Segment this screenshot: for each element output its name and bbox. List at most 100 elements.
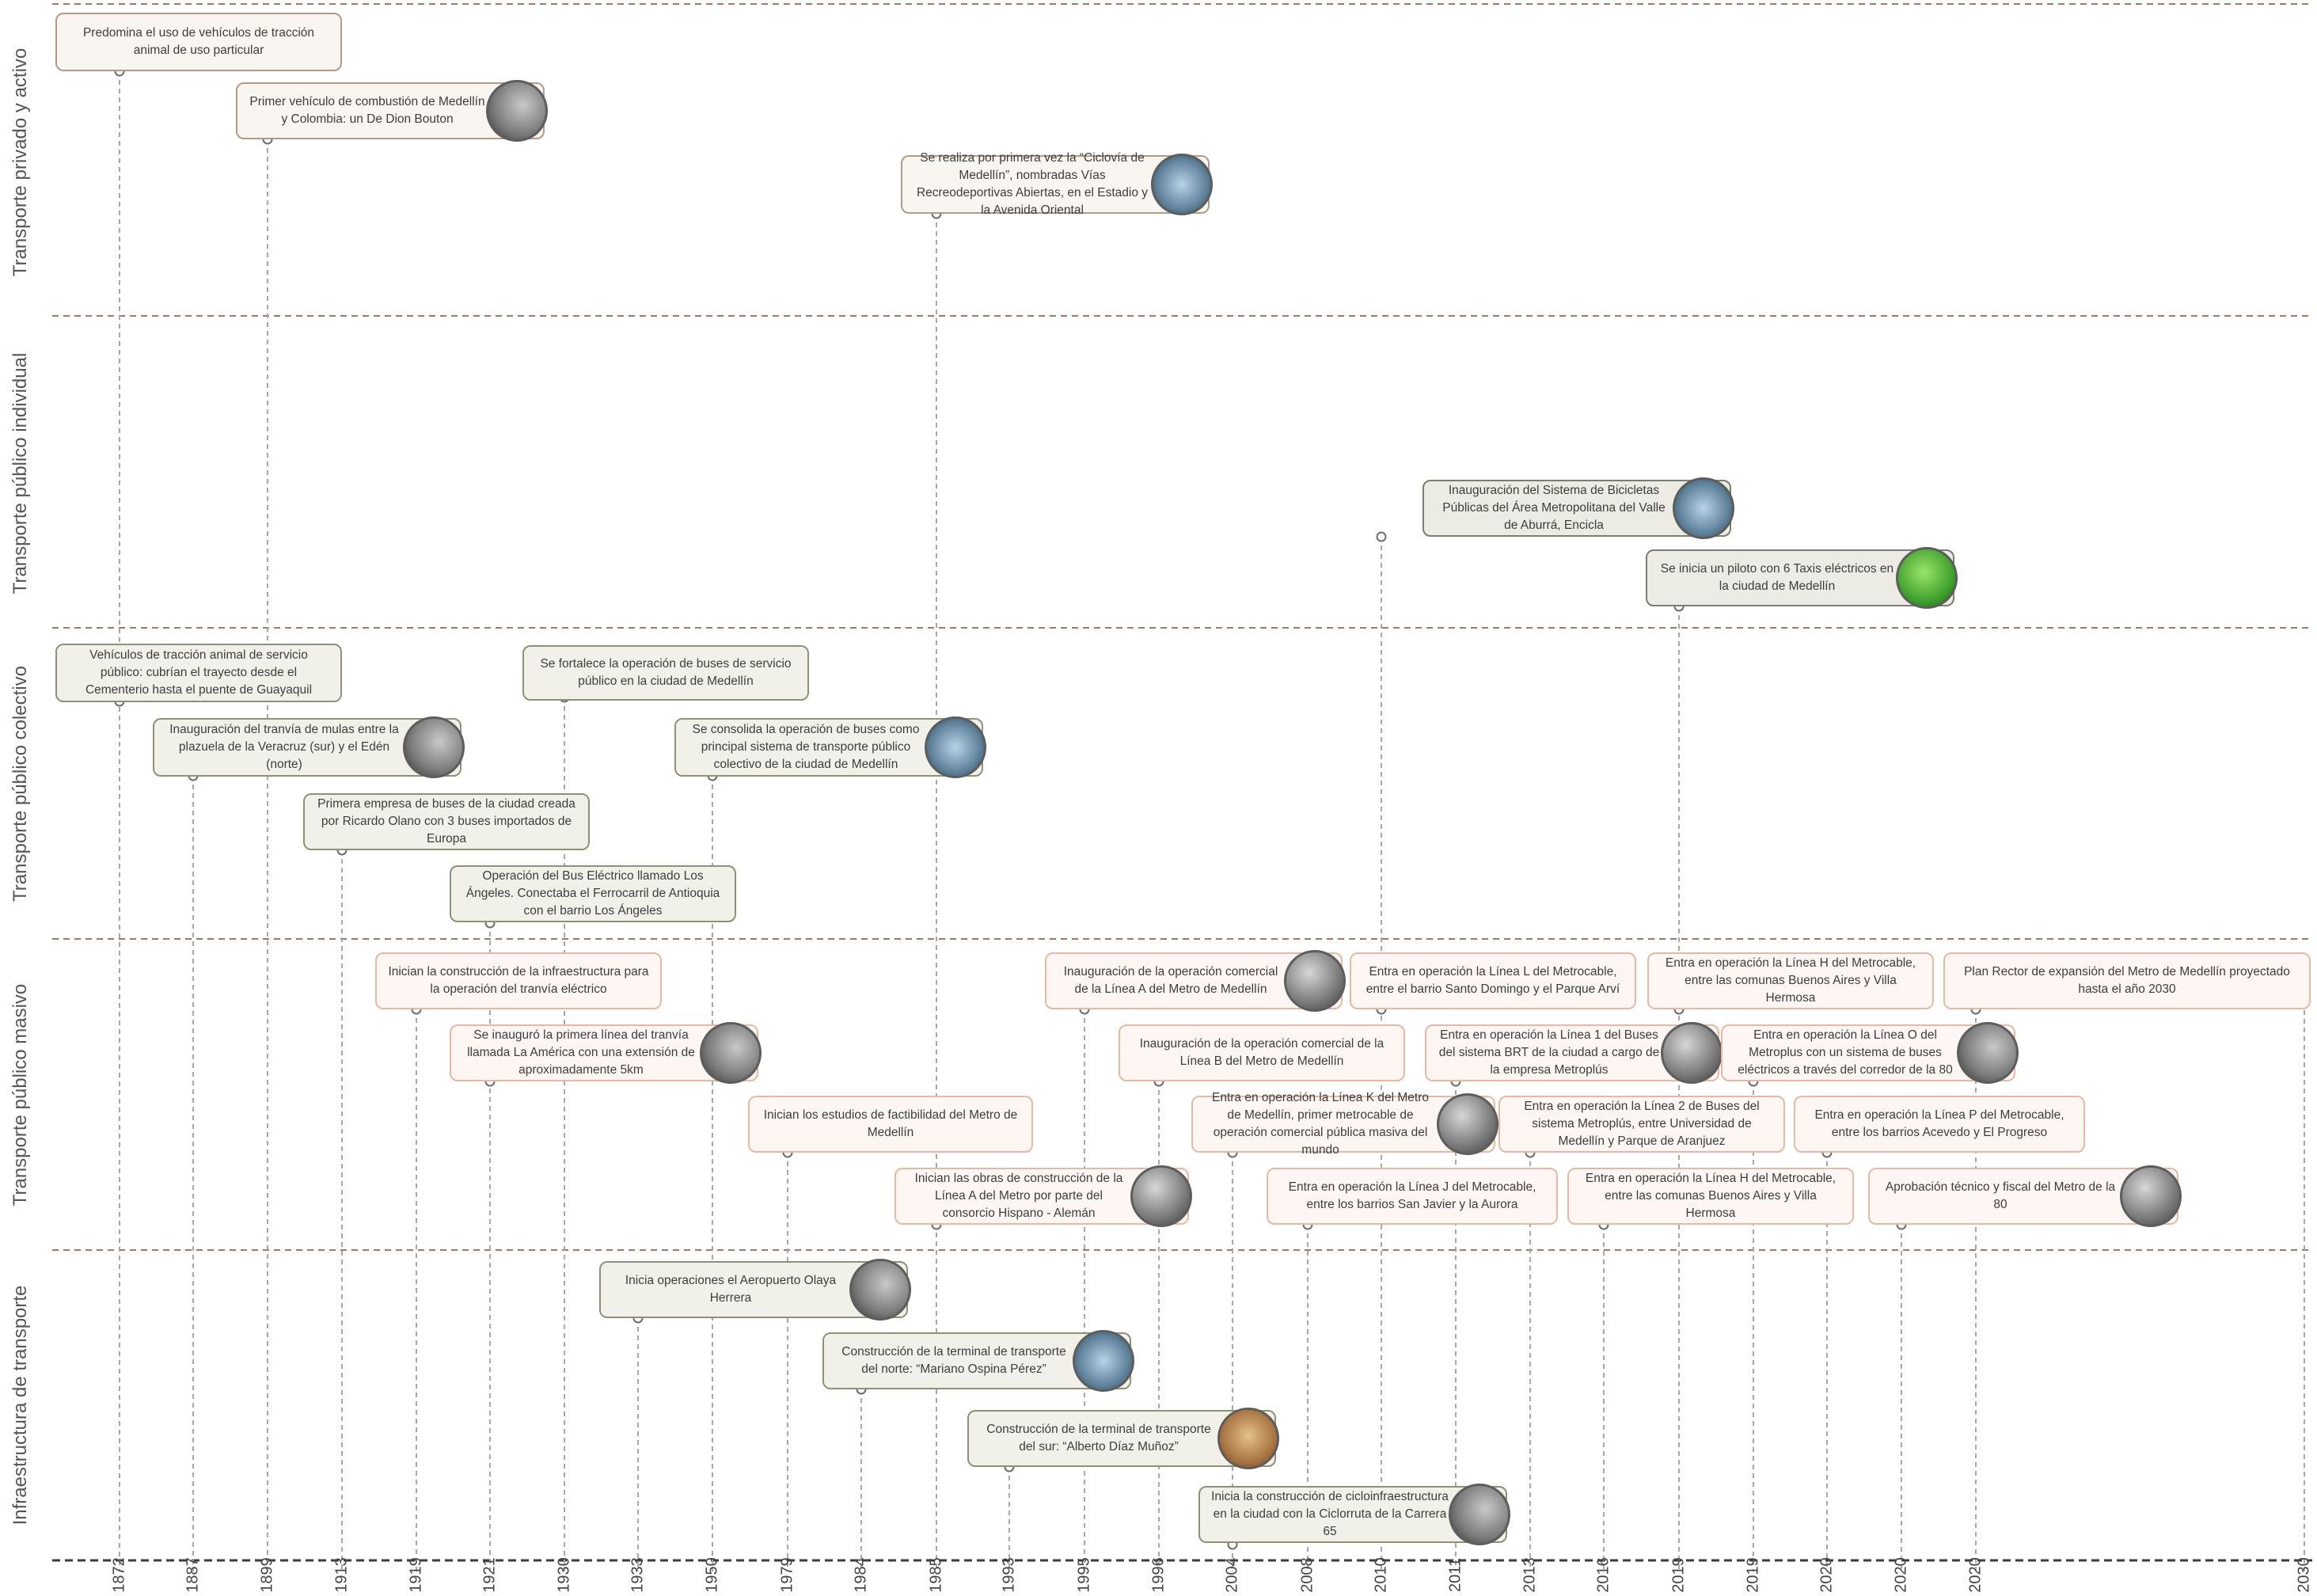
- event-text: Entra en operación la Línea H del Metroc…: [1665, 956, 1916, 1005]
- event-photo-icon: [2120, 1165, 2182, 1227]
- year-tick-label: 2019: [1669, 1557, 1688, 1593]
- event-text: Inician los estudios de factibilidad del…: [763, 1108, 1018, 1139]
- event-text: Se inicia un piloto con 6 Taxis eléctric…: [1660, 562, 1894, 593]
- event-card: Operación del Bus Eléctrico llamado Los …: [450, 865, 736, 922]
- event-text: Entra en operación la Línea P del Metroc…: [1814, 1108, 2064, 1139]
- event-card: Inician los estudios de factibilidad del…: [748, 1096, 1033, 1153]
- event-text: Entra en operación la Línea L del Metroc…: [1366, 965, 1620, 996]
- year-tick-label: 1996: [1149, 1557, 1168, 1593]
- event-card: Plan Rector de expansión del Metro de Me…: [1943, 952, 2311, 1009]
- event-card: Entra en operación la Línea O del Metrop…: [1721, 1022, 2019, 1084]
- event-text: Entra en operación la Línea J del Metroc…: [1288, 1180, 1536, 1211]
- year-tick-label: 2020: [1892, 1557, 1910, 1593]
- event-card: Vehículos de tracción animal de servicio…: [55, 644, 342, 702]
- year-tick-label: 2020: [1966, 1557, 1985, 1593]
- event-text: Inauguración de la operación comercial d…: [1139, 1037, 1385, 1068]
- event-anchor-dot: [1376, 531, 1387, 542]
- event-card: Inauguración de la operación comercial d…: [1045, 950, 1346, 1012]
- event-text: Se realiza por primera vez la “Ciclovía …: [916, 151, 1149, 217]
- event-photo-icon: [849, 1259, 911, 1320]
- year-tick-label: 2020: [1818, 1557, 1836, 1593]
- event-card: Inauguración de la operación comercial d…: [1119, 1024, 1405, 1081]
- event-text: Se consolida la operación de buses como …: [692, 723, 920, 771]
- event-text: Inicia la construcción de cicloinfraestr…: [1211, 1490, 1449, 1538]
- event-photo-icon: [1957, 1022, 2019, 1084]
- year-tick-label: 1899: [258, 1557, 276, 1593]
- event-text: Entra en operación la Línea 1 del Buses …: [1438, 1028, 1660, 1077]
- year-tick-label: 2010: [1372, 1557, 1390, 1593]
- event-text: Se fortalece la operación de buses de se…: [540, 657, 792, 688]
- event-text: Inauguración de la operación comercial d…: [1063, 965, 1278, 996]
- event-text: Construcción de la terminal de transport…: [986, 1423, 1211, 1454]
- event-card: Inicia la construcción de cicloinfraestr…: [1198, 1484, 1510, 1545]
- year-tick-label: 2013: [1521, 1557, 1539, 1593]
- event-photo-icon: [486, 80, 548, 142]
- event-text: Aprobación técnico y fiscal del Metro de…: [1885, 1180, 2116, 1211]
- lane-label-publico-individual: Transporte público individual: [9, 352, 31, 595]
- event-text: Inauguración del Sistema de Bicicletas P…: [1442, 484, 1666, 532]
- event-card: Entra en operación la Línea P del Metroc…: [1794, 1096, 2085, 1153]
- event-card: Entra en operación la Línea 2 de Buses d…: [1498, 1096, 1785, 1153]
- event-photo-icon: [1217, 1408, 1279, 1469]
- event-card: Se consolida la operación de buses como …: [674, 716, 986, 778]
- event-text: Construcción de la terminal de transport…: [841, 1345, 1066, 1376]
- event-text: Primera empresa de buses de la ciudad cr…: [317, 797, 575, 846]
- event-photo-icon: [1284, 950, 1346, 1012]
- event-text: Entra en operación la Línea O del Metrop…: [1738, 1028, 1953, 1077]
- event-text: Entra en operación la Línea H del Metroc…: [1585, 1172, 1837, 1220]
- event-card: Entra en operación la Línea L del Metroc…: [1350, 952, 1636, 1009]
- year-tick-label: 1979: [778, 1557, 796, 1593]
- event-card: Primer vehículo de combustión de Medellí…: [236, 80, 548, 142]
- year-tick-label: 1887: [184, 1557, 202, 1593]
- event-photo-icon: [925, 716, 986, 778]
- year-tick-label: 1919: [407, 1557, 425, 1593]
- event-photo-icon: [700, 1022, 762, 1084]
- event-text: Se inauguró la primera línea del tranvía…: [467, 1028, 695, 1077]
- year-tick-label: 1921: [480, 1557, 499, 1593]
- year-tick-label: 2008: [1298, 1557, 1316, 1593]
- event-card: Construcción de la terminal de transport…: [822, 1330, 1134, 1392]
- year-tick-label: 2016: [1594, 1557, 1612, 1593]
- lane-label-publico-masivo: Transporte público masivo: [9, 983, 31, 1206]
- event-photo-icon: [1661, 1022, 1723, 1084]
- year-tick-label: 2030: [2295, 1557, 2313, 1593]
- lane-label-infraestructura: Infraestructura de transporte: [9, 1285, 31, 1526]
- event-card: Se fortalece la operación de buses de se…: [522, 645, 809, 701]
- event-card: Inauguración del tranvía de mulas entre …: [153, 716, 465, 778]
- event-text: Inician la construcción de la infraestru…: [388, 965, 649, 996]
- year-tick-label: 2011: [1446, 1557, 1464, 1593]
- year-tick-label: 1930: [555, 1557, 573, 1593]
- event-text: Inicia operaciones el Aeropuerto Olaya H…: [625, 1274, 837, 1305]
- event-card: Inician las obras de construcción de la …: [895, 1165, 1192, 1227]
- event-photo-icon: [1673, 477, 1734, 539]
- event-card: Se inicia un piloto con 6 Taxis eléctric…: [1646, 547, 1958, 609]
- year-tick-label: 1995: [1075, 1557, 1093, 1593]
- year-tick-label: 1933: [629, 1557, 647, 1593]
- event-photo-icon: [1437, 1093, 1498, 1155]
- event-text: Entra en operación la Línea K del Metro …: [1211, 1091, 1429, 1157]
- event-card: Inician la construcción de la infraestru…: [375, 952, 662, 1009]
- year-tick-label: 1984: [852, 1557, 870, 1593]
- event-card: Inicia operaciones el Aeropuerto Olaya H…: [599, 1259, 911, 1320]
- event-card: Inauguración del Sistema de Bicicletas P…: [1422, 477, 1734, 539]
- event-text: Plan Rector de expansión del Metro de Me…: [1964, 965, 2290, 996]
- event-card: Entra en operación la Línea K del Metro …: [1191, 1091, 1498, 1157]
- lane-label-publico-colectivo: Transporte público colectivo: [9, 666, 31, 902]
- event-text: Entra en operación la Línea 2 de Buses d…: [1524, 1100, 1760, 1148]
- event-text: Operación del Bus Eléctrico llamado Los …: [465, 869, 720, 918]
- lane-label-privado: Transporte privado y activo: [9, 48, 31, 277]
- year-tick-label: 1913: [332, 1557, 351, 1593]
- event-card: Se inauguró la primera línea del tranvía…: [450, 1022, 762, 1084]
- event-photo-icon: [1130, 1165, 1192, 1227]
- event-card: Entra en operación la Línea H del Metroc…: [1647, 952, 1934, 1009]
- event-photo-icon: [1449, 1484, 1510, 1545]
- year-tick-label: 2004: [1223, 1557, 1241, 1593]
- event-card: Entra en operación la Línea H del Metroc…: [1567, 1168, 1854, 1225]
- event-card: Primera empresa de buses de la ciudad cr…: [303, 793, 590, 850]
- event-text: Inician las obras de construcción de la …: [914, 1172, 1123, 1220]
- year-tick-label: 1872: [110, 1557, 128, 1593]
- event-photo-icon: [1896, 547, 1958, 609]
- event-photo-icon: [1151, 154, 1213, 215]
- event-card: Se realiza por primera vez la “Ciclovía …: [901, 151, 1213, 217]
